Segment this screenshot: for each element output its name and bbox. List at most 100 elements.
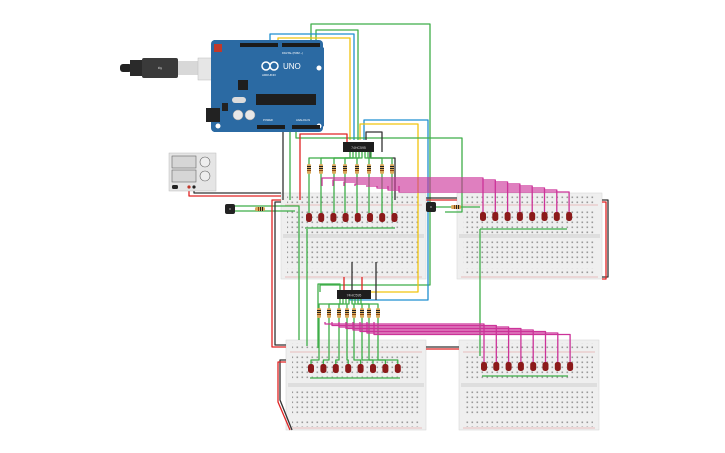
breadboard-top-left[interactable]	[280, 192, 427, 280]
led[interactable]	[566, 212, 573, 221]
resistor[interactable]	[343, 164, 347, 174]
resistor[interactable]	[332, 164, 336, 174]
wire-gnd-sr1b[interactable]	[365, 131, 383, 152]
led[interactable]	[367, 213, 373, 222]
resistor[interactable]	[327, 308, 331, 318]
led[interactable]	[354, 213, 361, 222]
led[interactable]	[345, 364, 352, 373]
led[interactable]	[342, 213, 349, 222]
led[interactable]	[318, 213, 325, 222]
wire-magenta[interactable]	[354, 183, 521, 214]
led[interactable]	[481, 362, 487, 371]
voltage-knob[interactable]	[199, 156, 211, 168]
led[interactable]	[306, 213, 312, 222]
led[interactable]	[553, 212, 560, 221]
wire-led-anode-2[interactable]	[310, 318, 320, 366]
wire-led-anode-2[interactable]	[353, 318, 362, 366]
wire-led-anode-2[interactable]	[335, 318, 340, 366]
led[interactable]	[394, 364, 401, 373]
led[interactable]	[370, 364, 376, 373]
led[interactable]	[504, 212, 511, 221]
wire-magenta-2[interactable]	[338, 322, 510, 362]
wire-magenta-2[interactable]	[366, 322, 559, 362]
resistor[interactable]	[352, 308, 356, 318]
wire-vcc[interactable]	[299, 133, 348, 200]
breadboard-top-right[interactable]	[456, 192, 603, 280]
breadboard-bottom-left[interactable]	[285, 339, 427, 431]
resistor[interactable]	[380, 164, 384, 174]
wire-magenta[interactable]	[387, 186, 558, 214]
wire-sr2-out[interactable]	[351, 299, 355, 308]
led[interactable]	[357, 364, 364, 373]
led[interactable]	[330, 213, 337, 222]
wire-led-anode-2[interactable]	[322, 318, 330, 366]
resistor[interactable]	[367, 308, 371, 318]
led[interactable]	[492, 212, 499, 221]
led[interactable]	[332, 364, 339, 373]
transistor-right[interactable]	[426, 202, 436, 212]
wire-magenta-2[interactable]	[359, 322, 547, 362]
led[interactable]	[541, 212, 548, 221]
wire-magenta-2[interactable]	[345, 322, 522, 362]
resistor[interactable]	[367, 164, 371, 174]
wire-magenta[interactable]	[366, 185, 533, 214]
wire-rail-lower-black[interactable]	[279, 359, 293, 431]
power-switch[interactable]	[172, 185, 178, 189]
wire-led-anode-2[interactable]	[361, 318, 374, 366]
wire-analog[interactable]	[295, 129, 463, 213]
reset-button[interactable]	[214, 44, 222, 52]
power-supply[interactable]	[168, 152, 217, 192]
led[interactable]	[530, 362, 537, 371]
current-knob[interactable]	[199, 170, 211, 182]
wire-magenta[interactable]	[376, 186, 546, 214]
resistor[interactable]	[307, 164, 311, 174]
led[interactable]	[391, 213, 398, 222]
wire-sr2-out[interactable]	[360, 299, 379, 308]
resistor[interactable]	[390, 164, 394, 174]
shift-register-1[interactable]: 74HC595	[343, 142, 374, 152]
wire-ps-vcc[interactable]	[188, 189, 281, 197]
wire-sr1-out[interactable]	[344, 152, 360, 164]
wire-latch-2[interactable]	[345, 123, 419, 293]
led[interactable]	[567, 362, 574, 371]
wire-rail-right-black[interactable]	[602, 199, 609, 278]
wire-rail-right-red[interactable]	[602, 201, 607, 280]
shift-register-2[interactable]: 74HC595	[337, 290, 371, 299]
usb-cable[interactable]: ⇆	[120, 58, 198, 78]
led[interactable]	[529, 212, 536, 221]
wire-rail-black-left[interactable]	[274, 201, 286, 346]
led[interactable]	[516, 212, 523, 221]
transistor-left[interactable]	[225, 204, 235, 214]
wire-magenta-2[interactable]	[331, 322, 497, 362]
wire-magenta[interactable]	[398, 186, 570, 214]
led[interactable]	[382, 364, 389, 373]
resistor-base-left[interactable]	[255, 207, 265, 211]
wire-led-anode-2[interactable]	[377, 318, 399, 366]
resistor[interactable]	[319, 164, 323, 174]
wire-sr2-out[interactable]	[338, 299, 347, 308]
resistor[interactable]	[317, 308, 321, 318]
wire-transistor-left[interactable]	[235, 205, 300, 340]
resistor-base-right[interactable]	[451, 205, 461, 209]
resistor[interactable]	[355, 164, 359, 174]
resistor[interactable]	[376, 308, 380, 318]
wire-sr2-out[interactable]	[328, 299, 344, 308]
wire-sr1-out[interactable]	[364, 152, 370, 164]
wire-magenta[interactable]	[321, 177, 484, 214]
resistor[interactable]	[360, 308, 364, 318]
wire-magenta-2[interactable]	[324, 322, 485, 362]
led[interactable]	[517, 362, 524, 371]
wire-magenta-2[interactable]	[373, 322, 571, 362]
breadboard-bottom-right[interactable]	[458, 339, 600, 431]
wire-rail-red-left[interactable]	[271, 199, 286, 348]
resistor[interactable]	[345, 308, 349, 318]
led[interactable]	[480, 212, 486, 221]
led[interactable]	[554, 362, 561, 371]
wire-magenta[interactable]	[343, 181, 509, 214]
led[interactable]	[320, 364, 327, 373]
wire-led-anode-2[interactable]	[368, 318, 387, 366]
wire-sr1-out[interactable]	[370, 152, 393, 164]
wire-sr2-out[interactable]	[346, 299, 350, 308]
wire-clock[interactable]	[269, 33, 355, 140]
